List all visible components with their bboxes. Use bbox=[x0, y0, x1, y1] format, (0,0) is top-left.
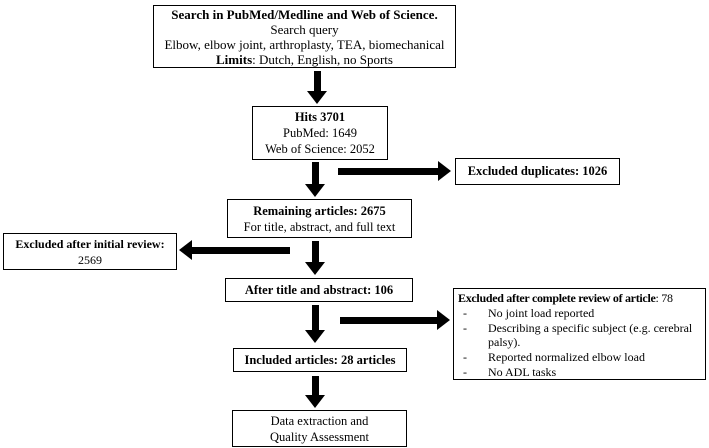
data-extraction-box: Data extraction and Quality Assessment bbox=[232, 410, 407, 447]
arrow-shaft bbox=[313, 71, 321, 91]
excluded-complete-title-bold: Excluded after complete review of articl… bbox=[458, 291, 656, 305]
arrow-to-excluded-duplicates bbox=[338, 161, 451, 181]
arrow-shaft bbox=[338, 167, 438, 175]
arrow-head-down-icon bbox=[305, 262, 325, 275]
arrow-shaft bbox=[340, 316, 437, 324]
arrow-to-excluded-initial bbox=[179, 240, 290, 260]
arrow-head-right-icon bbox=[438, 161, 451, 181]
bullet-dash: - bbox=[463, 350, 467, 365]
arrow-shaft bbox=[192, 246, 290, 254]
excluded-complete-item-text: Reported normalized elbow load bbox=[488, 350, 645, 365]
arrow-head-right-icon bbox=[437, 310, 450, 330]
search-query-label: Search query bbox=[270, 21, 339, 37]
excluded-complete-title: Excluded after complete review of articl… bbox=[458, 291, 701, 306]
excluded-complete-item: - Describing a specific subject (e.g. cer… bbox=[458, 321, 701, 351]
excluded-complete-item: - No joint load reported bbox=[458, 306, 701, 321]
arrow-remaining-to-after-title bbox=[305, 241, 325, 275]
search-terms: Elbow, elbow joint, arthroplasty, TEA, b… bbox=[164, 36, 445, 52]
arrow-search-to-hits bbox=[307, 71, 327, 104]
hits-pubmed: PubMed: 1649 bbox=[283, 126, 357, 140]
arrow-shaft bbox=[311, 305, 319, 330]
data-extraction-line1: Data extraction and bbox=[270, 413, 369, 428]
excluded-complete-title-count: : 78 bbox=[655, 291, 673, 305]
excluded-complete-item: - Reported normalized elbow load bbox=[458, 350, 701, 365]
hits-wos: Web of Science: 2052 bbox=[265, 142, 375, 156]
search-box: Search in PubMed/Medline and Web of Scie… bbox=[153, 5, 456, 68]
excluded-duplicates-title: Excluded duplicates: 1026 bbox=[467, 164, 608, 178]
excluded-complete-box: Excluded after complete review of articl… bbox=[453, 288, 706, 380]
included-articles-box: Included articles: 28 articles bbox=[233, 348, 407, 372]
limits-label: Limits bbox=[216, 51, 253, 67]
arrow-head-down-icon bbox=[305, 184, 325, 197]
arrow-after-title-to-included bbox=[305, 305, 325, 343]
arrow-to-excluded-complete bbox=[340, 310, 450, 330]
bullet-dash: - bbox=[463, 320, 467, 335]
arrow-shaft bbox=[311, 376, 319, 395]
limits-value: : Dutch, English, no Sports bbox=[252, 51, 393, 67]
bullet-dash: - bbox=[463, 364, 467, 379]
arrow-shaft bbox=[311, 162, 319, 184]
search-box-title: Search in PubMed/Medline and Web of Scie… bbox=[171, 6, 438, 22]
excluded-complete-item-text: No joint load reported bbox=[488, 305, 595, 320]
arrow-shaft bbox=[311, 241, 319, 262]
arrow-head-left-icon bbox=[179, 240, 192, 260]
included-articles-text: Included articles: 28 articles bbox=[244, 352, 396, 367]
arrow-head-down-icon bbox=[305, 395, 325, 408]
remaining-subtitle: For title, abstract, and full text bbox=[243, 219, 396, 234]
bullet-dash: - bbox=[463, 305, 467, 320]
after-title-box: After title and abstract: 106 bbox=[225, 278, 413, 302]
excluded-initial-count: 2569 bbox=[78, 252, 102, 267]
excluded-duplicates-box: Excluded duplicates: 1026 bbox=[455, 158, 620, 185]
arrow-head-down-icon bbox=[307, 91, 327, 104]
excluded-complete-item-text: Describing a specific subject (e.g. cere… bbox=[488, 320, 693, 350]
excluded-initial-title: Excluded after initial review: bbox=[15, 236, 165, 251]
excluded-complete-item-text: No ADL tasks bbox=[488, 364, 557, 379]
arrow-hits-to-remaining bbox=[305, 162, 325, 197]
hits-title: Hits 3701 bbox=[294, 110, 346, 124]
arrow-head-down-icon bbox=[305, 330, 325, 343]
excluded-complete-item: - No ADL tasks bbox=[458, 365, 701, 380]
arrow-included-to-data bbox=[305, 376, 325, 408]
data-extraction-line2: Quality Assessment bbox=[270, 429, 369, 444]
remaining-title: Remaining articles: 2675 bbox=[253, 203, 386, 218]
after-title-text: After title and abstract: 106 bbox=[244, 282, 394, 297]
remaining-articles-box: Remaining articles: 2675 For title, abst… bbox=[227, 199, 412, 238]
excluded-initial-box: Excluded after initial review: 2569 bbox=[3, 233, 177, 270]
hits-box: Hits 3701 PubMed: 1649 Web of Science: 2… bbox=[252, 106, 388, 160]
search-limits: Limits: Dutch, English, no Sports bbox=[154, 52, 455, 67]
